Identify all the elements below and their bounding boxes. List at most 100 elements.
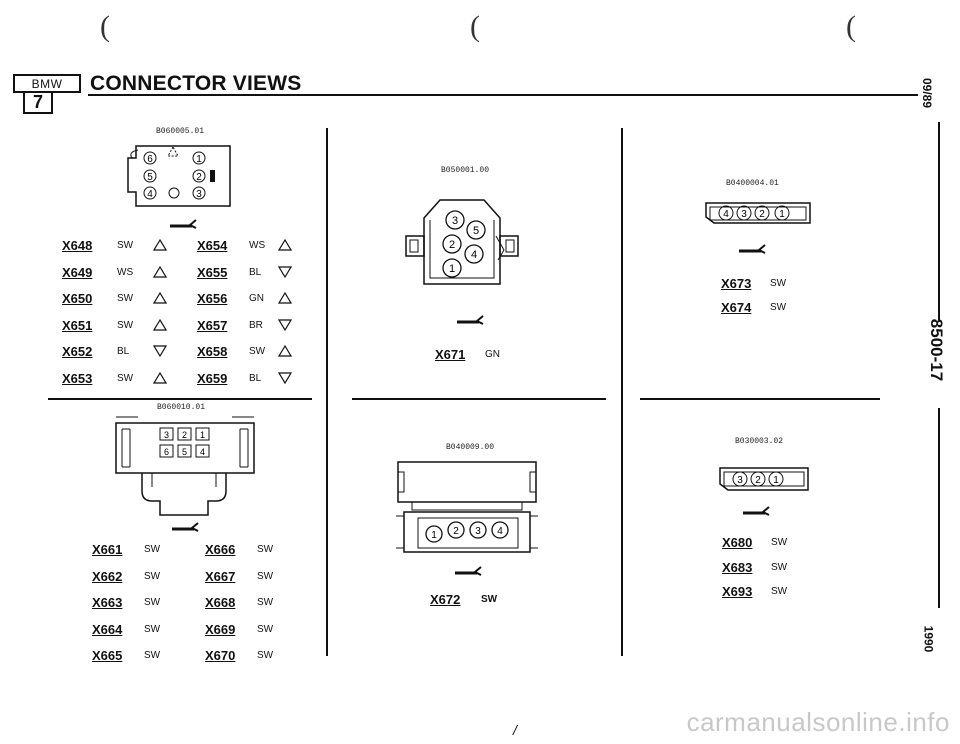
- p2-drawing-code: B060010.01: [157, 403, 206, 412]
- side-line-bottom: [938, 408, 940, 608]
- p1-left-wire-color: SW: [117, 293, 134, 304]
- triangle-down-icon: [278, 265, 292, 278]
- triangle-up-icon: [153, 292, 167, 304]
- p1-pin-label: 2: [196, 172, 202, 183]
- p6-wire-color: SW: [771, 537, 788, 548]
- footer-mark: /: [513, 722, 517, 738]
- p4-drawing-code: B040009.00: [446, 443, 495, 452]
- triangle-up-icon: [153, 239, 167, 251]
- triangle-down-icon: [278, 371, 292, 384]
- p1-left-connector-id: X648: [62, 238, 93, 253]
- p1-left-connector-id: X653: [62, 370, 93, 386]
- p2-left-wire-color: SW: [144, 570, 161, 582]
- p5-wire-color: SW: [770, 278, 787, 289]
- p1-pin-label: 1: [196, 154, 202, 165]
- triangle-up-icon: [153, 265, 167, 278]
- p2-left-connector-id: X664: [92, 621, 123, 637]
- p1-left-connector-id: X651: [62, 317, 93, 333]
- p3-view-arrow-icon: [457, 315, 484, 325]
- svg-text:3: 3: [475, 526, 481, 537]
- p1-left-wire-color: SW: [117, 372, 134, 384]
- p4-pin-group: 1 2 3 4: [425, 521, 509, 543]
- logo-bottom: 7: [23, 92, 53, 114]
- center-paren-mark: (: [470, 10, 480, 43]
- p6-connector-id: X680: [722, 535, 753, 550]
- triangle-down-icon: [153, 345, 167, 357]
- p5-connector-id: X674: [721, 300, 752, 315]
- svg-text:2: 2: [759, 209, 765, 220]
- p1-view-arrow-icon: [170, 219, 197, 229]
- p6-drawing-code: B030003.02: [735, 437, 784, 446]
- p2-right-connector-id: X670: [205, 648, 236, 663]
- svg-text:3: 3: [164, 430, 169, 440]
- p2-pin-group: 3 2 1 6 5 4: [159, 427, 210, 458]
- p4-wire-color: SW: [481, 594, 498, 605]
- column-divider-2: [621, 128, 623, 656]
- triangle-up-icon: [278, 292, 292, 304]
- p1-left-connector-id: X652: [62, 344, 93, 359]
- p1-left-wire-color: SW: [117, 240, 134, 251]
- p1-right-connector-id: X654: [197, 238, 228, 253]
- watermark: carmanualsonline.info: [686, 707, 950, 737]
- svg-text:4: 4: [200, 447, 205, 457]
- p1-left-wire-color: WS: [117, 266, 134, 278]
- p3-connector-diagram: 3 5 2 4 1: [405, 199, 519, 285]
- svg-text:5: 5: [473, 225, 479, 237]
- p1-right-wire-color: WS: [249, 240, 266, 251]
- p2-left-wire-color: SW: [144, 597, 161, 608]
- p2-left-connector-id: X663: [92, 595, 123, 610]
- p6-wire-color: SW: [771, 561, 788, 573]
- svg-text:5: 5: [182, 447, 187, 457]
- p2-left-connector-id: X662: [92, 568, 123, 584]
- row-divider-2: [352, 398, 606, 400]
- p2-right-wire-color: SW: [257, 597, 274, 608]
- p5-wire-color: SW: [770, 302, 787, 313]
- svg-text:1: 1: [773, 475, 779, 486]
- p2-right-wire-color: SW: [257, 623, 274, 635]
- triangle-up-icon: [278, 345, 292, 357]
- p1-left-connector-id: X650: [62, 291, 93, 306]
- p6-connector-id: X693: [722, 584, 753, 599]
- p1-left-connector-id: X649: [62, 264, 93, 280]
- p5-connector-id: X673: [721, 276, 752, 291]
- p1-right-wire-color: SW: [249, 346, 266, 357]
- svg-text:4: 4: [471, 249, 477, 261]
- p3-wire-color: GN: [485, 349, 500, 360]
- title-rule: [88, 94, 918, 96]
- svg-text:2: 2: [182, 430, 187, 440]
- p2-left-connector-id: X665: [92, 648, 123, 663]
- p1-pin-label: 5: [147, 172, 153, 183]
- p4-connector-id: X672: [430, 592, 461, 607]
- p2-view-arrow-icon: [172, 522, 199, 532]
- svg-text:4: 4: [497, 526, 503, 537]
- p1-pin-group: 6 1 5 2 4 3: [143, 151, 206, 200]
- svg-text:1: 1: [449, 263, 455, 275]
- side-date: 09/89: [920, 77, 935, 109]
- svg-text:3: 3: [452, 215, 458, 227]
- triangle-up-icon: [153, 318, 167, 331]
- p5-connector-diagram: 4 3 2 1: [705, 202, 811, 224]
- p2-right-connector-id: X669: [205, 621, 236, 637]
- p1-connector-diagram: 6 1 5 2 4 3: [127, 145, 231, 207]
- p3-connector-id: X671: [435, 347, 466, 362]
- left-paren-mark: (: [100, 10, 110, 43]
- p2-right-connector-id: X668: [205, 595, 236, 610]
- right-paren-mark: (: [846, 10, 856, 43]
- p5-view-arrow-icon: [739, 244, 766, 254]
- svg-text:3: 3: [741, 209, 747, 220]
- p6-wire-color: SW: [771, 586, 788, 597]
- p2-left-wire-color: SW: [144, 544, 161, 555]
- p1-left-wire-color: SW: [117, 319, 134, 331]
- row-divider-1: [48, 398, 312, 400]
- p1-right-connector-id: X657: [197, 317, 228, 333]
- p1-pin-label: 6: [147, 154, 153, 165]
- p1-right-wire-color: BL: [249, 266, 262, 278]
- p5-drawing-code: B0400004.01: [726, 179, 779, 188]
- p2-right-wire-color: SW: [257, 570, 274, 582]
- p1-drawing-code: B060005.01: [156, 127, 205, 136]
- p6-view-arrow-icon: [743, 506, 770, 516]
- p4-view-arrow-icon: [455, 566, 482, 576]
- p4-connector-diagram: 1 2 3 4: [396, 461, 538, 553]
- p2-right-connector-id: X666: [205, 542, 236, 557]
- p2-right-connector-id: X667: [205, 568, 236, 584]
